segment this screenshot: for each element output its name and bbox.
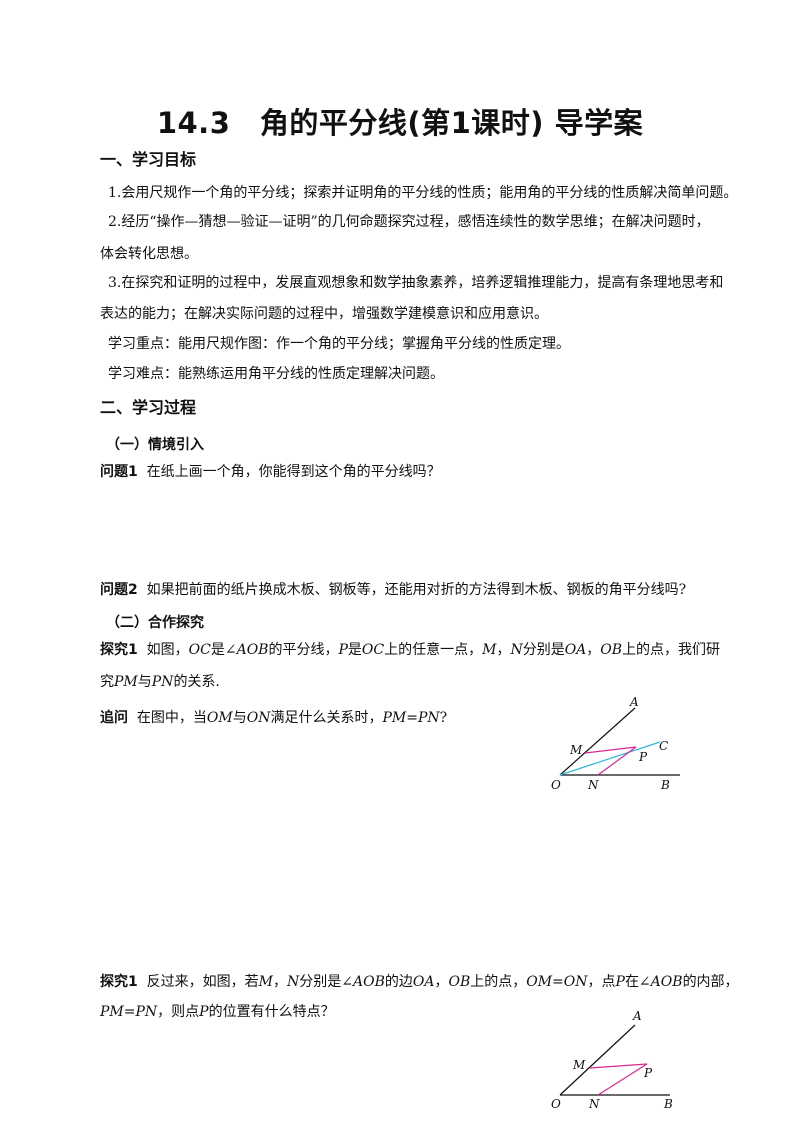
segment-PN (597, 746, 637, 776)
explore-1-p4: 的平分线， (268, 642, 339, 658)
explore-1-p6: 是 (347, 642, 362, 658)
follow-p2: 与 (232, 710, 247, 726)
page-title: 14.3 角的平分线(第1课时) 导学案 (156, 106, 644, 140)
figure-angle-bisector: A M C P O N B (551, 695, 680, 792)
explore-2-p0: 反过来，如图，若 (146, 974, 259, 990)
explore-2-l2-p0: PM=PN (100, 1004, 158, 1020)
explore-2-p2: ， (273, 974, 287, 990)
explore-2-p15: AOB (650, 974, 683, 990)
explore-2: 探究1 反过来，如图，若M，N分别是∠AOB的边OA，OB上的点，OM=ON，点… (100, 966, 740, 998)
explore-2-p3: N (287, 974, 300, 990)
explore-1-l2-p1: PM (114, 674, 138, 690)
explore-2-p13: P (615, 974, 625, 990)
section-heading-process: 二、学习过程 (100, 398, 197, 417)
label-O: O (551, 1097, 561, 1111)
question-1-text: 在纸上画一个角，你能得到这个角的平分线吗？ (146, 464, 441, 480)
follow-p0: 在图中，当 (136, 710, 207, 726)
explore-1-p2: 是∠ (210, 642, 237, 658)
label-O: O (551, 778, 561, 792)
explore-2-l2-p2: P (199, 1004, 209, 1020)
explore-2-l2-p1: ，则点 (157, 1004, 200, 1020)
follow-up: 追问 在图中，当OM与ON满足什么关系时，PM=PN? (100, 702, 730, 734)
follow-p6: ? (439, 710, 448, 726)
ray-OA (559, 1024, 636, 1096)
question-1-label: 问题1 (100, 464, 138, 480)
segment-PM (589, 1063, 648, 1069)
explore-1-p0: 如图， (146, 642, 189, 658)
explore-2-p16: 的内部， (682, 974, 739, 990)
label-A: A (632, 1009, 642, 1023)
explore-2-p8: ， (434, 974, 449, 990)
explore-2-p14: 在∠ (624, 974, 651, 990)
key-point: 学习重点：能用尺规作图：作一个角的平分线；掌握角平分线的性质定理。 (108, 336, 570, 352)
explore-2-p1: M (258, 974, 273, 990)
goal-3-line-1: 3.在探究和证明的过程中，发展直观想象和数学抽象素养，培养逻辑推理能力，提高有条… (108, 275, 724, 291)
explore-1-p12: 分别是 (522, 642, 565, 658)
explore-1-p1: OC (188, 642, 211, 658)
figure-angle-inverse: A M P O N B (551, 1009, 673, 1111)
explore-1-p10: ， (496, 642, 511, 658)
explore-2-p9: OB (448, 974, 471, 990)
explore-1-p5: P (338, 642, 348, 658)
goal-1: 1.会用尺规作一个角的平分线；探索并证明角的平分线的性质；能用角的平分线的性质解… (108, 185, 738, 201)
label-A: A (629, 695, 639, 709)
explore-2-p11: OM=ON (526, 974, 588, 990)
label-C: C (659, 739, 668, 753)
explore-2-p12: ，点 (587, 974, 616, 990)
explore-1-label: 探究1 (100, 642, 138, 658)
goal-2-line-1: 2.经历“操作—猜想—验证—证明”的几何命题探究过程，感悟连续性的数学思维；在解… (108, 214, 710, 230)
explore-1-p7: OC (361, 642, 385, 658)
question-2-text: 如果把前面的纸片换成木板、钢板等，还能用对折的方法得到木板、钢板的角平分线吗? (146, 582, 687, 598)
ray-OC (559, 741, 661, 776)
explore-2-p10: 上的点， (470, 974, 527, 990)
ray-OA (559, 707, 636, 776)
question-2-label: 问题2 (100, 582, 138, 598)
label-P: P (638, 750, 648, 764)
explore-1-p11: N (510, 642, 523, 658)
goal-2-line-2: 体会转化思想。 (100, 246, 198, 262)
explore-1-p8: 上的任意一点， (384, 642, 483, 658)
explore-2-p7: OA (412, 974, 435, 990)
explore-2-label: 探究1 (100, 974, 138, 990)
explore-1-l2-p3: PN (151, 674, 174, 690)
explore-2-p5: AOB (352, 974, 385, 990)
explore-1-line-2: 究PM与PN的关系. (100, 666, 730, 698)
segment-PM (584, 746, 637, 754)
explore-1-p14: ， (586, 642, 601, 658)
explore-1-p9: M (482, 642, 497, 658)
explore-1-p15: OB (600, 642, 623, 658)
explore-1-p13: OA (564, 642, 587, 658)
label-M: M (569, 743, 583, 757)
follow-p3: ON (246, 710, 271, 726)
explore-1-l2-p2: 与 (137, 674, 152, 690)
label-N: N (587, 778, 599, 792)
difficulty-point: 学习难点：能熟练运用角平分线的性质定理解决问题。 (108, 366, 444, 382)
segment-PN (597, 1063, 648, 1096)
follow-up-label: 追问 (100, 710, 128, 726)
explore-1-l2-p0: 究 (100, 674, 114, 690)
label-M: M (572, 1058, 586, 1072)
label-B: B (663, 1097, 673, 1111)
question-1: 问题1 在纸上画一个角，你能得到这个角的平分线吗？ (100, 456, 730, 488)
label-N: N (588, 1097, 600, 1111)
explore-2-p6: 的边 (384, 974, 413, 990)
subheading-explore: （二）合作探究 (106, 615, 204, 631)
label-B: B (660, 778, 670, 792)
explore-1-l2-p4: 的关系. (173, 674, 220, 690)
goal-3-line-2: 表达的能力；在解决实际问题的过程中，增强数学建模意识和应用意识。 (100, 306, 548, 322)
explore-2-l2-p3: 的位置有什么特点？ (208, 1004, 335, 1020)
question-2: 问题2 如果把前面的纸片换成木板、钢板等，还能用对折的方法得到木板、钢板的角平分… (100, 574, 760, 606)
follow-p4: 满足什么关系时， (270, 710, 383, 726)
explore-1-p16: 上的点，我们研 (622, 642, 721, 658)
follow-p1: OM (206, 710, 233, 726)
subheading-intro: （一）情境引入 (106, 437, 204, 453)
follow-p5: PM=PN (382, 710, 440, 726)
explore-1-p3: AOB (236, 642, 269, 658)
explore-2-line-2: PM=PN，则点P的位置有什么特点？ (100, 996, 730, 1028)
explore-2-p4: 分别是∠ (299, 974, 353, 990)
section-heading-goals: 一、学习目标 (100, 150, 197, 169)
label-P: P (643, 1066, 653, 1080)
explore-1: 探究1 如图，OC是∠AOB的平分线，P是OC上的任意一点，M，N分别是OA，O… (100, 634, 740, 666)
